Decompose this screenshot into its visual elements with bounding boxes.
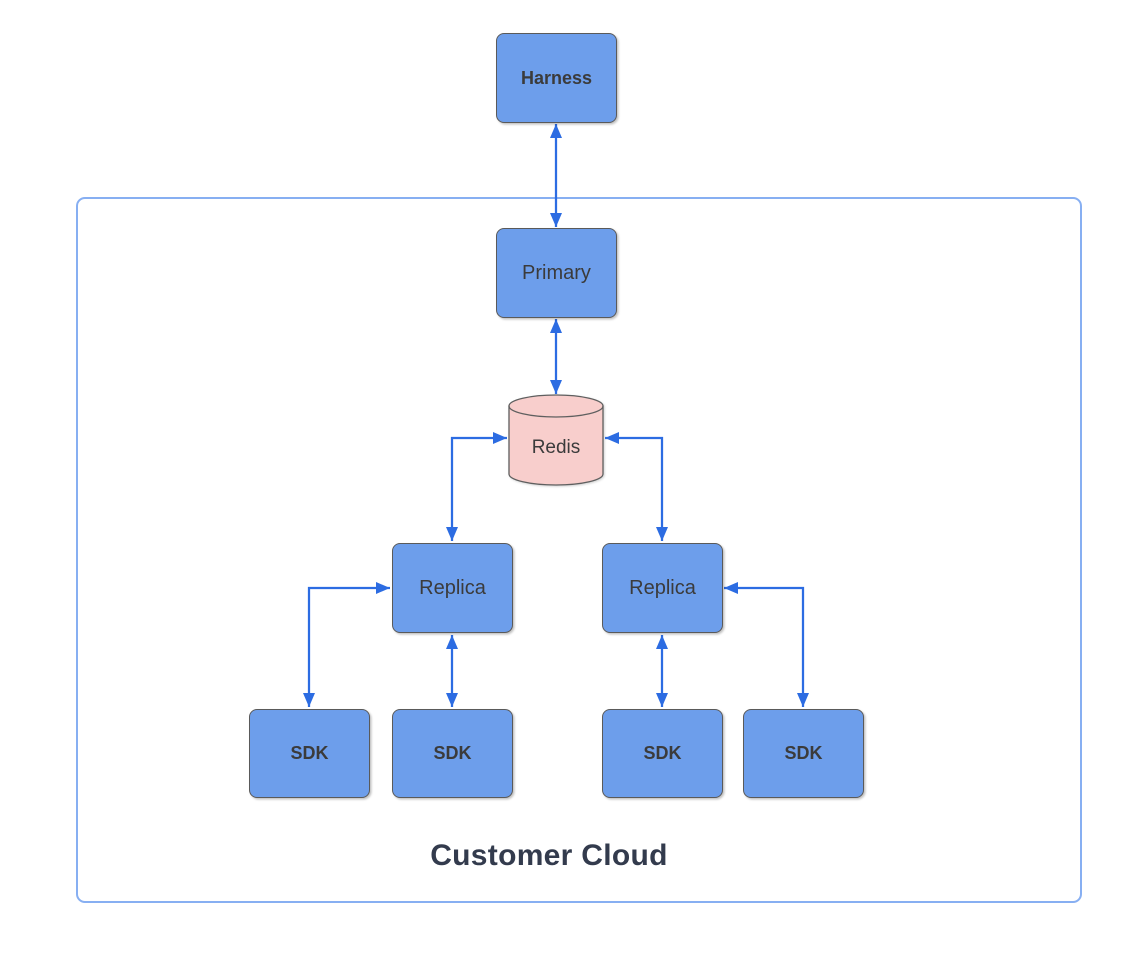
node-replica-left[interactable]: Replica xyxy=(392,543,513,633)
customer-cloud-label: Customer Cloud xyxy=(430,839,668,872)
node-label: Primary xyxy=(522,261,591,284)
edge-redis-replica-right[interactable] xyxy=(605,432,668,541)
node-label: SDK xyxy=(433,743,472,763)
edge-replica-left-sdk1[interactable] xyxy=(303,582,390,707)
node-redis-label: Redis xyxy=(531,437,581,458)
node-label: SDK xyxy=(290,743,329,763)
node-label: SDK xyxy=(784,743,823,763)
edge-replica-right-sdk4[interactable] xyxy=(724,582,809,707)
node-sdk2[interactable]: SDK xyxy=(392,709,513,798)
customer-cloud-container[interactable]: Customer Cloud xyxy=(76,197,1082,903)
redis-cylinder-shape[interactable] xyxy=(508,394,604,486)
node-sdk3[interactable]: SDK xyxy=(602,709,723,798)
edge-redis-replica-left[interactable] xyxy=(446,432,507,541)
node-sdk4[interactable]: SDK xyxy=(743,709,864,798)
node-sdk1[interactable]: SDK xyxy=(249,709,370,798)
node-replica-right[interactable]: Replica xyxy=(602,543,723,633)
node-primary[interactable]: Primary xyxy=(496,228,617,318)
node-harness[interactable]: Harness xyxy=(496,33,617,123)
node-label: Replica xyxy=(419,576,486,599)
node-label: Harness xyxy=(520,67,593,88)
node-label: Replica xyxy=(629,576,696,599)
node-label: SDK xyxy=(643,743,682,763)
